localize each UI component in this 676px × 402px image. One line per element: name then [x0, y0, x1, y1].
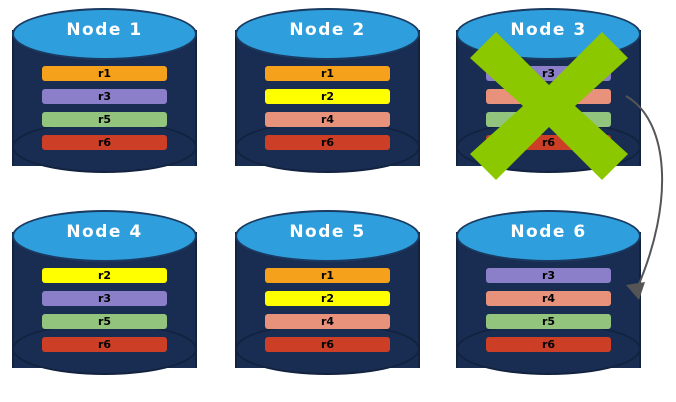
record-bar[interactable]: r4 — [265, 314, 390, 329]
record-bar[interactable]: r1 — [42, 66, 167, 81]
record-bar[interactable]: r1 — [265, 268, 390, 283]
node-cylinder-node-3[interactable]: Node 3 r3 r4 r5 r6 — [456, 8, 641, 188]
node-cylinder-node-6[interactable]: Node 6 r3 r4 r5 r6 — [456, 210, 641, 390]
record-bar[interactable]: r5 — [42, 112, 167, 127]
cylinder-top-ellipse — [12, 210, 197, 262]
cylinder-top-ellipse — [235, 8, 420, 60]
record-list: r1 r3 r5 r6 — [42, 66, 167, 150]
record-list: r1 r2 r4 r6 — [265, 66, 390, 150]
record-bar[interactable]: r4 — [486, 291, 611, 306]
cylinder-top-ellipse — [235, 210, 420, 262]
record-bar[interactable]: r3 — [486, 268, 611, 283]
record-list: r1 r2 r4 r6 — [265, 268, 390, 352]
record-list: r2 r3 r5 r6 — [42, 268, 167, 352]
node-cylinder-node-4[interactable]: Node 4 r2 r3 r5 r6 — [12, 210, 197, 390]
node-cylinder-node-5[interactable]: Node 5 r1 r2 r4 r6 — [235, 210, 420, 390]
cylinder-top-ellipse — [456, 210, 641, 262]
node-cylinder-node-1[interactable]: Node 1 r1 r3 r5 r6 — [12, 8, 197, 188]
record-bar[interactable]: r6 — [265, 337, 390, 352]
record-bar[interactable]: r6 — [486, 337, 611, 352]
record-bar[interactable]: r6 — [42, 337, 167, 352]
record-bar[interactable]: r2 — [265, 291, 390, 306]
record-bar[interactable]: r6 — [42, 135, 167, 150]
record-bar[interactable]: r3 — [42, 291, 167, 306]
record-bar[interactable]: r5 — [42, 314, 167, 329]
record-bar[interactable]: r3 — [42, 89, 167, 104]
record-bar[interactable]: r2 — [42, 268, 167, 283]
record-list: r3 r4 r5 r6 — [486, 268, 611, 352]
record-bar[interactable]: r5 — [486, 314, 611, 329]
record-bar[interactable]: r2 — [265, 89, 390, 104]
cylinder-top-ellipse — [12, 8, 197, 60]
record-bar[interactable]: r6 — [265, 135, 390, 150]
record-bar[interactable]: r4 — [265, 112, 390, 127]
node-cylinder-node-2[interactable]: Node 2 r1 r2 r4 r6 — [235, 8, 420, 188]
node-failure-x-icon — [470, 32, 628, 180]
record-bar[interactable]: r1 — [265, 66, 390, 81]
